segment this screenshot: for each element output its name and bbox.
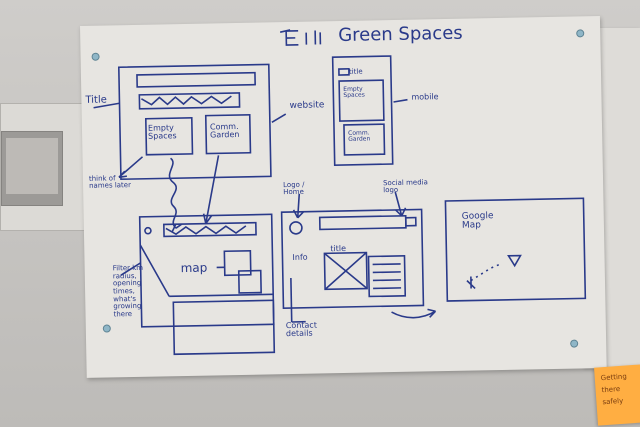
info-text: Info <box>292 252 308 262</box>
title-scribble <box>285 30 322 46</box>
info-title: title <box>330 243 347 254</box>
note-filter: Filter km radius, opening times, what's … <box>112 263 144 319</box>
label-title: Title <box>85 94 107 106</box>
box-comm-garden: Comm. Garden <box>209 121 240 140</box>
label-social-logo: Social media logo <box>382 178 428 195</box>
label-logo-home: Logo / Home <box>283 180 305 197</box>
sticky-note: Getting there safely <box>594 364 640 426</box>
sticky-line-1: Getting <box>600 372 628 383</box>
sticky-line-2: there <box>601 384 621 395</box>
sticky-line-3: safely <box>602 396 624 407</box>
map-text: map <box>180 260 208 276</box>
label-mobile: mobile <box>411 92 439 102</box>
note-think-of-names: think of names later <box>88 174 132 190</box>
label-website: website <box>289 100 325 111</box>
note-contact-details: Contact details <box>285 320 317 339</box>
sketch-paper: Green Spaces <box>80 16 607 378</box>
mobile-title: title <box>348 67 363 76</box>
wall-opening <box>1 131 63 206</box>
sketch-drawing <box>93 29 587 356</box>
wall-outlet <box>0 103 90 231</box>
mobile-box-empty: Empty Spaces <box>343 85 365 99</box>
box-empty-spaces: Empty Spaces <box>147 123 177 141</box>
mobile-box-comm: Comm. Garden <box>348 129 371 143</box>
label-google-map: Google Map <box>461 211 494 231</box>
